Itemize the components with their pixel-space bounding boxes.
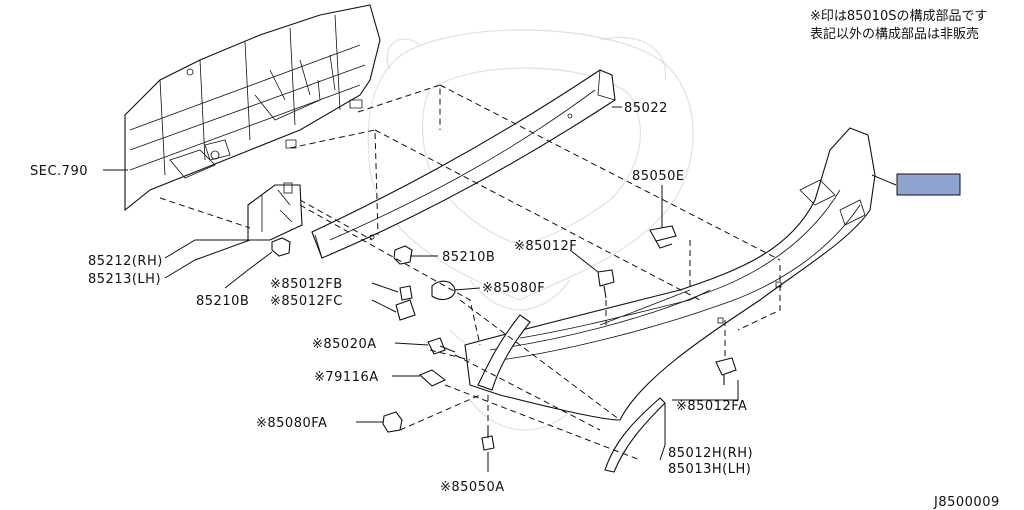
rear-body-panel xyxy=(124,4,381,212)
note-line-1: ※印は85010Sの構成部品です xyxy=(810,9,988,24)
rivet-79116a xyxy=(418,369,447,387)
label-85080fa: ※85080FA xyxy=(256,416,327,431)
label-85012f: ※85012F xyxy=(514,239,577,254)
clip-85012fc xyxy=(395,299,416,321)
screw-85050a xyxy=(481,426,495,451)
label-85050a: ※85050A xyxy=(440,480,505,495)
clip-85012f xyxy=(597,269,615,299)
grommet-85080fa xyxy=(382,411,403,433)
label-85012fc: ※85012FC xyxy=(270,294,343,309)
label-85012h-rh: 85012H(RH) xyxy=(668,446,753,461)
note-line-2: 表記以外の構成部品は非販売 xyxy=(810,26,979,42)
diagram-id: J8500009 xyxy=(933,495,1000,510)
bumper-fascia xyxy=(464,127,876,421)
highlight-box xyxy=(896,173,961,196)
label-85213-lh: 85213(LH) xyxy=(88,272,161,287)
watermark-emblem xyxy=(367,29,694,431)
label-85012fa: ※85012FA xyxy=(676,399,747,414)
label-85022: 85022 xyxy=(624,101,668,116)
bumper-bracket xyxy=(247,182,303,241)
label-85050e: 85050E xyxy=(632,169,685,184)
notes: ※印は85010Sの構成部品です 表記以外の構成部品は非販売 xyxy=(810,9,988,42)
label-sec-790: SEC.790 xyxy=(30,164,88,179)
grommet-85080f xyxy=(431,280,456,301)
label-79116a: ※79116A xyxy=(314,370,379,385)
part-labels: 85022 SEC.790 85050E 85212(RH) 85213(LH)… xyxy=(30,101,1000,510)
label-85013h-lh: 85013H(LH) xyxy=(668,462,751,477)
assembly-dashed-lines xyxy=(159,84,781,461)
clip-85012fa xyxy=(715,357,737,385)
label-85012fb: ※85012FB xyxy=(270,277,343,292)
leader-lines xyxy=(103,106,897,472)
label-85210b-lower: 85210B xyxy=(196,294,249,309)
label-85020a: ※85020A xyxy=(312,337,377,352)
bracket-85050e xyxy=(649,225,677,249)
screw-85020a xyxy=(427,337,456,355)
label-85212-rh: 85212(RH) xyxy=(88,254,163,269)
clip-85012fb xyxy=(399,285,413,301)
nut-85210b-upper xyxy=(393,245,413,265)
nut-85210b-lower xyxy=(271,237,291,257)
label-85210b-upper: 85210B xyxy=(442,250,495,265)
label-85080f: ※85080F xyxy=(482,281,545,296)
bumper-reinforcement-beam xyxy=(311,69,616,259)
